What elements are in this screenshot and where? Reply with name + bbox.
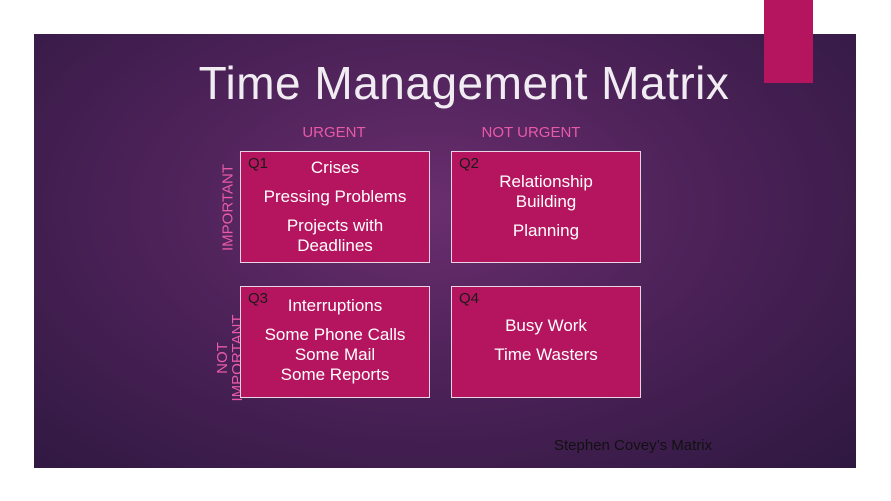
quadrant-item: Relationship <box>499 172 593 191</box>
quadrant-q3: Q3 Interruptions Some Phone Calls Some M… <box>240 286 430 398</box>
quadrant-item: Busy Work <box>505 316 587 335</box>
row-header-not-important-line1: NOT <box>214 342 231 374</box>
quadrant-label: Q1 <box>248 155 269 172</box>
quadrant-q4: Q4 Busy Work Time Wasters <box>451 286 641 398</box>
quadrant-item: Interruptions <box>287 296 383 315</box>
column-header-not-urgent: NOT URGENT <box>481 124 581 141</box>
quadrant-item: Planning <box>512 221 580 240</box>
quadrant-item: Building <box>515 192 577 211</box>
quadrant-items: Relationship Building Planning <box>452 172 640 250</box>
slide-title: Time Management Matrix <box>198 57 730 109</box>
quadrant-label: Q4 <box>459 290 480 307</box>
quadrant-item: Some Reports <box>280 365 390 384</box>
slide: Time Management Matrix URGENT NOT URGENT… <box>34 34 856 468</box>
row-header-important: IMPORTANT <box>219 164 237 251</box>
quadrant-items: Busy Work Time Wasters <box>452 316 640 374</box>
quadrant-item: Crises <box>310 158 360 177</box>
quadrant-items: Crises Pressing Problems Projects with D… <box>241 158 429 256</box>
accent-bar <box>764 0 813 83</box>
quadrant-item: Deadlines <box>297 236 373 255</box>
quadrant-item: Pressing Problems <box>263 187 407 206</box>
footer-caption: Stephen Covey’s Matrix <box>554 437 713 454</box>
quadrant-q1: Q1 Crises Pressing Problems Projects wit… <box>240 151 430 263</box>
quadrant-items: Interruptions Some Phone Calls Some Mail… <box>241 296 429 385</box>
quadrant-item: Time Wasters <box>494 345 598 364</box>
quadrant-label: Q2 <box>459 155 480 172</box>
quadrant-item: Projects with <box>286 216 384 235</box>
quadrant-q2: Q2 Relationship Building Planning <box>451 151 641 263</box>
column-header-urgent: URGENT <box>302 124 366 141</box>
quadrant-label: Q3 <box>248 290 269 307</box>
quadrant-item: Some Mail <box>294 345 376 364</box>
quadrant-item: Some Phone Calls <box>264 325 406 344</box>
